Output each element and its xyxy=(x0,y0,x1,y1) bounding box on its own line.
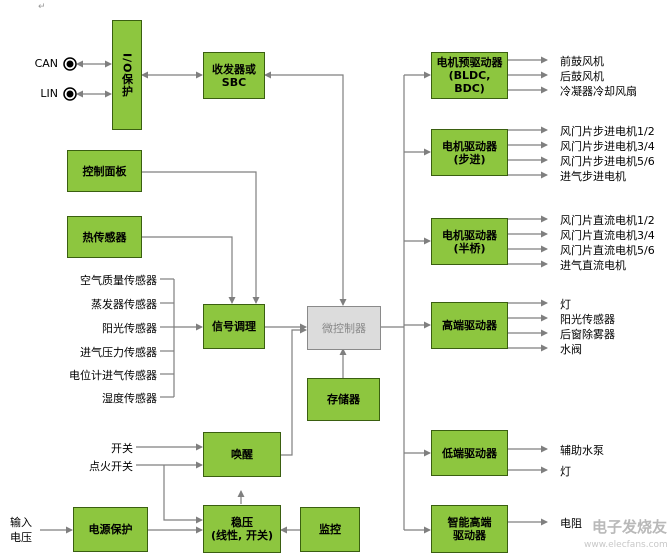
output-label: 风门片步进电机5/6 xyxy=(560,155,655,168)
output-label: 辅助水泵 xyxy=(560,444,604,457)
memory-label: 存储器 xyxy=(327,393,360,406)
monitor-label: 监控 xyxy=(319,523,341,536)
sensor-label-humidity: 湿度传感器 xyxy=(102,392,157,405)
signal-conditioning-block: 信号调理 xyxy=(203,304,265,349)
motor-predriver-block: 电机预驱动器 (BLDC, BDC) xyxy=(431,52,508,99)
output-label: 进气直流电机 xyxy=(560,259,626,272)
smart-high-side-driver-block: 智能高端 驱动器 xyxy=(431,505,508,553)
memory-block: 存储器 xyxy=(307,378,380,421)
output-label: 冷凝器冷却风扇 xyxy=(560,85,637,98)
low-side-driver-block: 低端驱动器 xyxy=(431,430,508,476)
high-side-driver-label: 高端驱动器 xyxy=(442,319,497,332)
stepper-driver-label: 电机驱动器 (步进) xyxy=(442,139,497,166)
output-label: 风门片步进电机1/2 xyxy=(560,125,655,138)
regulator-block: 稳压 (线性, 开关) xyxy=(203,505,281,553)
high-side-driver-block: 高端驱动器 xyxy=(431,302,508,349)
output-label: 风门片直流电机1/2 xyxy=(560,214,655,227)
io-protect-label: I/O保护 xyxy=(120,52,134,98)
sensor-label-air-quality: 空气质量传感器 xyxy=(80,274,157,287)
sensor-label-intake-pressure: 进气压力传感器 xyxy=(80,346,157,359)
output-label: 后鼓风机 xyxy=(560,70,604,83)
output-label: 灯 xyxy=(560,298,571,311)
can-terminal-icon xyxy=(63,57,77,71)
switch-label: 开关 xyxy=(111,442,133,455)
thermal-sensor-block: 热传感器 xyxy=(67,216,142,258)
output-label: 电阻 xyxy=(560,517,582,530)
thermal-sensor-label: 热传感器 xyxy=(82,230,127,244)
output-label: 风门片直流电机5/6 xyxy=(560,244,655,257)
can-label: CAN xyxy=(34,57,58,70)
sensor-label-potentiometer: 电位计进气传感器 xyxy=(69,369,157,382)
sensor-label-sunlight: 阳光传感器 xyxy=(102,322,157,335)
half-bridge-driver-block: 电机驱动器 (半桥) xyxy=(431,218,508,265)
output-label: 风门片直流电机3/4 xyxy=(560,229,655,242)
wake-block: 唤醒 xyxy=(203,432,281,477)
input-voltage-label: 输入 电压 xyxy=(10,516,32,544)
lin-terminal-icon xyxy=(63,87,77,101)
motor-predriver-label: 电机预驱动器 (BLDC, BDC) xyxy=(436,56,503,95)
watermark-text: 电子发烧友 xyxy=(592,518,668,536)
ignition-switch-label: 点火开关 xyxy=(89,460,133,473)
output-label: 风门片步进电机3/4 xyxy=(560,140,655,153)
smart-high-side-driver-label: 智能高端 驱动器 xyxy=(447,516,492,542)
power-protection-block: 电源保护 xyxy=(73,507,148,552)
watermark-url: www.elecfans.com xyxy=(584,540,668,550)
signal-conditioning-label: 信号调理 xyxy=(212,320,256,333)
sensor-label-evaporator: 蒸发器传感器 xyxy=(91,298,157,311)
control-panel-block: 控制面板 xyxy=(67,150,142,192)
mcu-label: 微控制器 xyxy=(322,321,366,335)
output-label: 进气步进电机 xyxy=(560,170,626,183)
output-label: 后窗除雾器 xyxy=(560,328,615,341)
transceiver-label: 收发器或 SBC xyxy=(212,62,256,89)
output-label: 水阀 xyxy=(560,343,582,356)
output-label: 阳光传感器 xyxy=(560,313,615,326)
stepper-driver-block: 电机驱动器 (步进) xyxy=(431,129,508,176)
power-protection-label: 电源保护 xyxy=(88,523,133,536)
mcu-block: 微控制器 xyxy=(307,306,381,350)
low-side-driver-label: 低端驱动器 xyxy=(442,446,497,460)
monitor-block: 监控 xyxy=(300,507,360,552)
lin-label: LIN xyxy=(40,87,58,100)
transceiver-block: 收发器或 SBC xyxy=(203,52,265,99)
output-label: 前鼓风机 xyxy=(560,55,604,68)
regulator-label: 稳压 (线性, 开关) xyxy=(210,516,274,542)
io-protect-block: I/O保护 xyxy=(112,20,142,130)
wake-label: 唤醒 xyxy=(231,448,253,461)
half-bridge-driver-label: 电机驱动器 (半桥) xyxy=(442,228,497,255)
corner-mark: ↵ xyxy=(38,2,46,12)
control-panel-label: 控制面板 xyxy=(82,164,127,178)
output-label: 灯 xyxy=(560,465,571,478)
